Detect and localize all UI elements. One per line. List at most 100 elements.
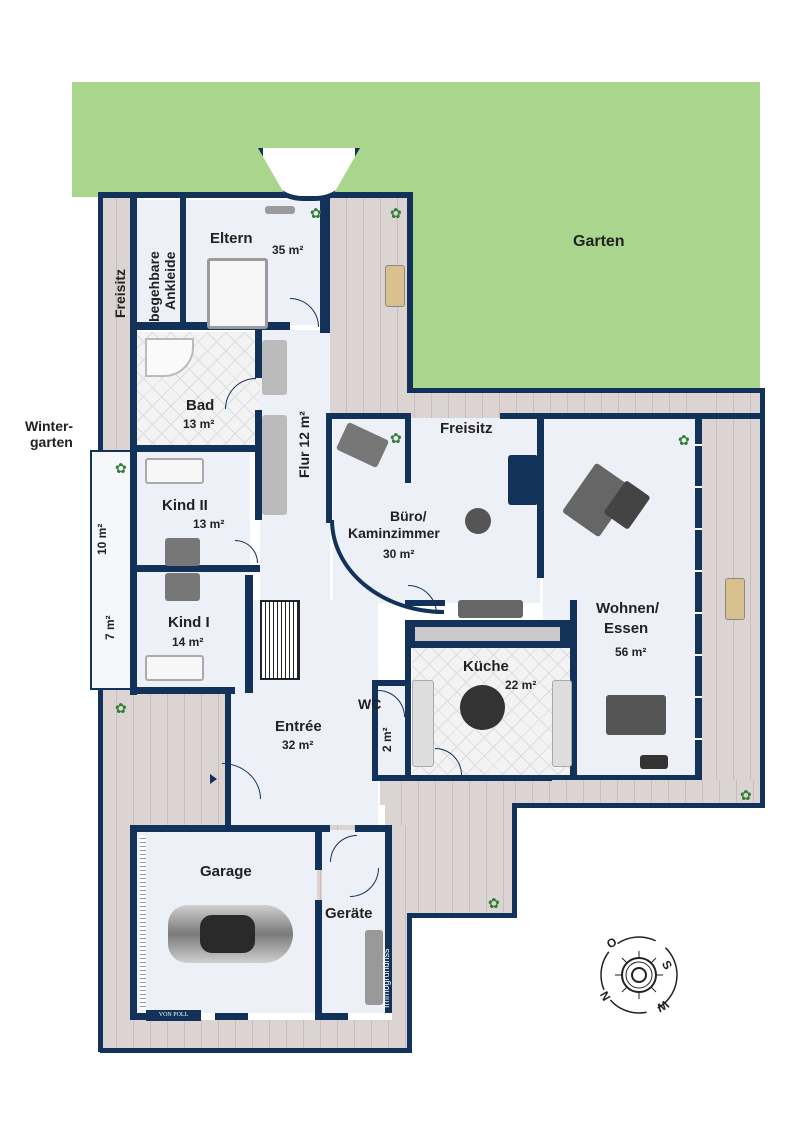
wc-label: WC <box>358 696 382 712</box>
kitchen-counter <box>415 627 560 641</box>
wintergarten-label: garten <box>30 434 73 450</box>
bed-double <box>207 258 268 329</box>
entree-area: 32 m² <box>282 738 314 752</box>
wall <box>355 825 390 832</box>
wall <box>100 192 413 198</box>
wardrobe <box>262 415 287 515</box>
wohnen-label: Essen <box>604 620 649 637</box>
wall <box>225 690 231 830</box>
wall <box>515 803 765 808</box>
workbench <box>365 930 383 1005</box>
wall <box>550 775 700 780</box>
wall <box>130 825 137 1020</box>
wintergarten-area-1: 10 m² <box>95 523 109 555</box>
wall <box>570 600 577 780</box>
plant-icon: ✿ <box>740 787 752 803</box>
buero-area: 30 m² <box>383 547 415 561</box>
plant-icon: ✿ <box>390 205 402 221</box>
compass-rose-icon <box>600 936 678 1014</box>
wall <box>500 413 760 419</box>
wall <box>407 388 765 393</box>
buero-label: Kaminzimmer <box>348 525 440 541</box>
wall <box>326 413 411 419</box>
dresser <box>265 206 295 214</box>
wall <box>315 825 322 870</box>
wall <box>407 913 412 1053</box>
wc-area: 2 m² <box>380 727 394 752</box>
wall <box>130 687 235 694</box>
wall <box>372 680 378 780</box>
plant-icon: ✿ <box>488 895 500 911</box>
geraete-label: Geräte <box>325 905 373 922</box>
door-kind2[interactable] <box>235 540 258 563</box>
wall <box>405 620 411 780</box>
plant-icon: ✿ <box>390 430 402 446</box>
wall <box>410 913 517 918</box>
plant-icon: ✿ <box>115 460 127 476</box>
eltern-label: Eltern <box>210 230 253 247</box>
fireplace <box>508 455 538 505</box>
watermark: Immogrundriss <box>381 948 391 1008</box>
buero-label: Büro/ <box>390 508 427 524</box>
lounger <box>385 265 405 307</box>
table-buero <box>465 508 491 534</box>
freisitz-mid-label: Freisitz <box>440 420 493 437</box>
wall <box>130 565 260 572</box>
garden-area <box>72 82 760 197</box>
desk-kind1 <box>165 573 200 601</box>
wall <box>320 198 330 333</box>
flur-label: Flur 12 m² <box>296 411 312 478</box>
terrace-bottom-left <box>100 690 230 830</box>
sideboard <box>640 755 668 769</box>
wall <box>130 1013 392 1020</box>
bed-kind1 <box>145 655 204 681</box>
garden-label: Garten <box>573 233 625 250</box>
wall <box>760 388 765 808</box>
wall <box>245 575 253 693</box>
stairs <box>260 600 300 680</box>
room-wintergarten <box>90 450 132 690</box>
wohnen-area: 56 m² <box>615 645 647 659</box>
ankleide-label: begehbare <box>146 251 162 322</box>
terrace-left <box>100 195 135 450</box>
wall <box>315 900 322 1020</box>
garage-door <box>140 835 146 1010</box>
bad-label: Bad <box>186 397 215 414</box>
ankleide-label: Ankleide <box>162 251 178 310</box>
wall <box>512 803 517 918</box>
cabinet <box>262 340 287 395</box>
dining-table <box>606 695 666 735</box>
wall <box>695 413 702 780</box>
entree-label: Entrée <box>275 718 322 735</box>
freisitz-left-label: Freisitz <box>112 268 128 318</box>
wall <box>130 825 330 832</box>
wall <box>385 825 392 1020</box>
wall <box>326 413 332 523</box>
entrance-arrow-icon <box>210 774 217 784</box>
wall <box>255 328 262 378</box>
bed-kind2 <box>145 458 204 484</box>
wall <box>407 192 413 392</box>
kind1-label: Kind I <box>168 614 210 631</box>
kind2-label: Kind II <box>162 497 208 514</box>
kitchen-counter-left <box>412 680 434 767</box>
wall <box>405 413 411 483</box>
lounger <box>725 578 745 620</box>
kueche-area: 22 m² <box>505 678 537 692</box>
wall <box>130 445 260 452</box>
sofa-buero <box>458 600 523 618</box>
wall <box>255 410 262 520</box>
wohnen-label: Wohnen/ <box>596 600 660 617</box>
plant-icon: ✿ <box>310 205 322 221</box>
eltern-area: 35 m² <box>272 243 304 257</box>
bad-area: 13 m² <box>183 417 215 431</box>
compass: O S N W <box>597 933 681 1017</box>
wall <box>372 775 552 781</box>
garden-area <box>410 195 760 391</box>
wall <box>372 680 410 686</box>
kind2-area: 13 m² <box>193 517 225 531</box>
kitchen-table <box>460 685 505 730</box>
wall <box>537 413 544 578</box>
kueche-label: Küche <box>463 658 509 675</box>
